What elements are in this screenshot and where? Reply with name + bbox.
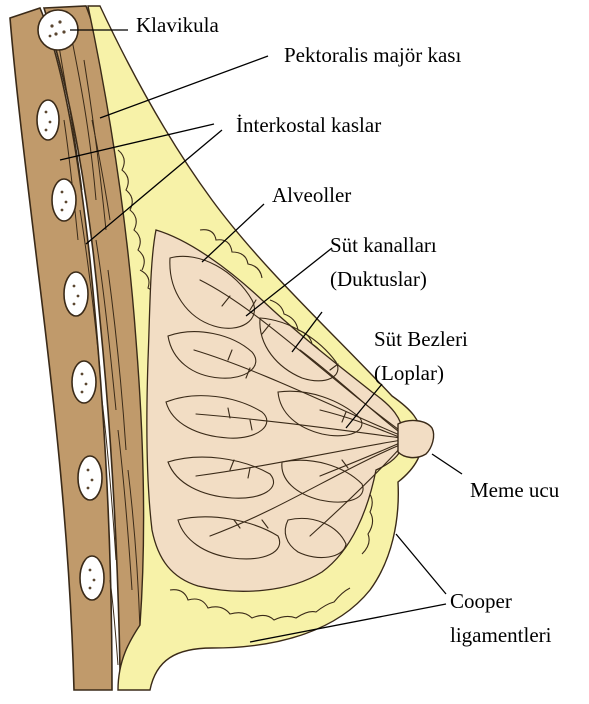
label-intercostal: İnterkostal kaslar (236, 113, 381, 137)
rib-2 (52, 179, 76, 221)
rib-1 (37, 100, 59, 140)
rib-5 (78, 456, 102, 500)
label-ducts-line2: (Duktuslar) (330, 267, 427, 291)
label-lobes-line1: Süt Bezleri (374, 327, 468, 351)
rib-3 (64, 272, 88, 316)
label-ducts-line1: Süt kanalları (330, 233, 437, 257)
label-lobes-line2: (Loplar) (374, 361, 444, 385)
label-pectoralis: Pektoralis majör kası (284, 43, 461, 67)
label-alveoli: Alveoller (272, 183, 351, 207)
rib-6 (80, 556, 104, 600)
label-cooper-line2: ligamentleri (450, 623, 552, 647)
label-cooper-line1: Cooper (450, 589, 512, 613)
label-nipple: Meme ucu (470, 478, 560, 502)
nipple (398, 421, 434, 458)
rib-4 (72, 361, 96, 403)
label-clavicle: Klavikula (136, 13, 219, 37)
